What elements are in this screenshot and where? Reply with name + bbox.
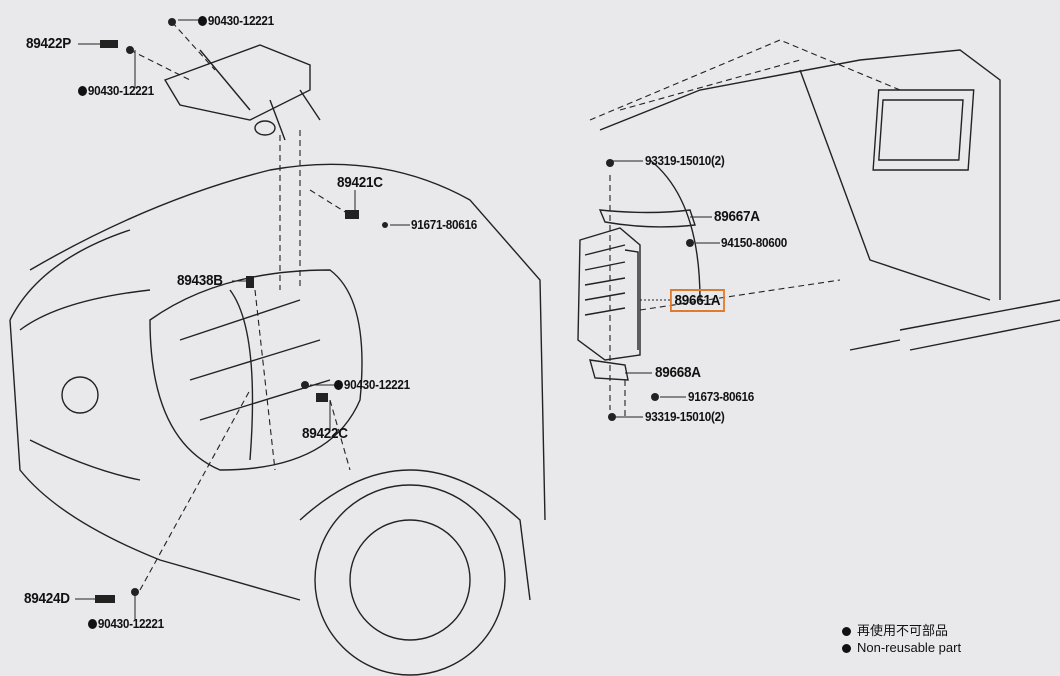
part-number: 90430-12221 <box>97 616 164 631</box>
non-reusable-dot-icon <box>334 380 343 390</box>
legend-english-text: Non-reusable part <box>857 640 962 655</box>
display-screen <box>872 89 975 171</box>
legend-row-japanese: 再使用不可部品 <box>842 622 961 639</box>
callout-89422P[interactable]: 89422P <box>26 35 71 52</box>
callout-90430-12221-top[interactable]: 90430-12221 <box>198 13 274 28</box>
callout-89421C[interactable]: 89421C <box>337 174 383 191</box>
callout-89661A-highlighted[interactable]: 89661A <box>670 289 725 312</box>
hood-outline <box>29 163 546 521</box>
legend-japanese-text: 再使用不可部品 <box>857 623 949 638</box>
bracket-upper <box>598 209 696 228</box>
non-reusable-dot-icon <box>198 16 207 26</box>
part-number: 90430-12221 <box>207 13 274 28</box>
part-number: 90430-12221 <box>343 377 410 392</box>
callout-90430-12221-intake[interactable]: 90430-12221 <box>78 83 154 98</box>
dashboard <box>599 49 1001 301</box>
emblem <box>61 376 99 414</box>
non-reusable-dot-icon <box>88 619 97 629</box>
bullet-icon <box>842 644 851 653</box>
callout-90430-12221-bottom[interactable]: 90430-12221 <box>88 616 164 631</box>
callout-90430-12221-engine[interactable]: 90430-12221 <box>334 377 410 392</box>
callout-89422C[interactable]: 89422C <box>302 425 348 442</box>
legend-row-english: Non-reusable part <box>842 639 961 656</box>
callout-94150-80600[interactable]: 94150-80600 <box>721 235 788 250</box>
callout-89668A[interactable]: 89668A <box>655 364 701 381</box>
bullet-icon <box>842 627 851 636</box>
callout-89424D[interactable]: 89424D <box>24 590 70 607</box>
engine <box>149 269 363 471</box>
legend: 再使用不可部品 Non-reusable part <box>842 622 961 656</box>
callout-89438B[interactable]: 89438B <box>177 272 223 289</box>
front-wheel <box>314 484 506 676</box>
callout-91671-80616[interactable]: 91671-80616 <box>411 217 478 232</box>
part-number: 90430-12221 <box>87 83 154 98</box>
callout-89667A[interactable]: 89667A <box>714 208 760 225</box>
bracket-lower <box>589 359 629 381</box>
callout-93319-15010-upper[interactable]: 93319-15010(2) <box>645 153 725 168</box>
intake-chamber <box>163 44 311 121</box>
non-reusable-dot-icon <box>78 86 87 96</box>
ecu-unit <box>577 227 641 361</box>
callout-91673-80616[interactable]: 91673-80616 <box>688 389 755 404</box>
callout-93319-15010-lower[interactable]: 93319-15010(2) <box>645 409 725 424</box>
